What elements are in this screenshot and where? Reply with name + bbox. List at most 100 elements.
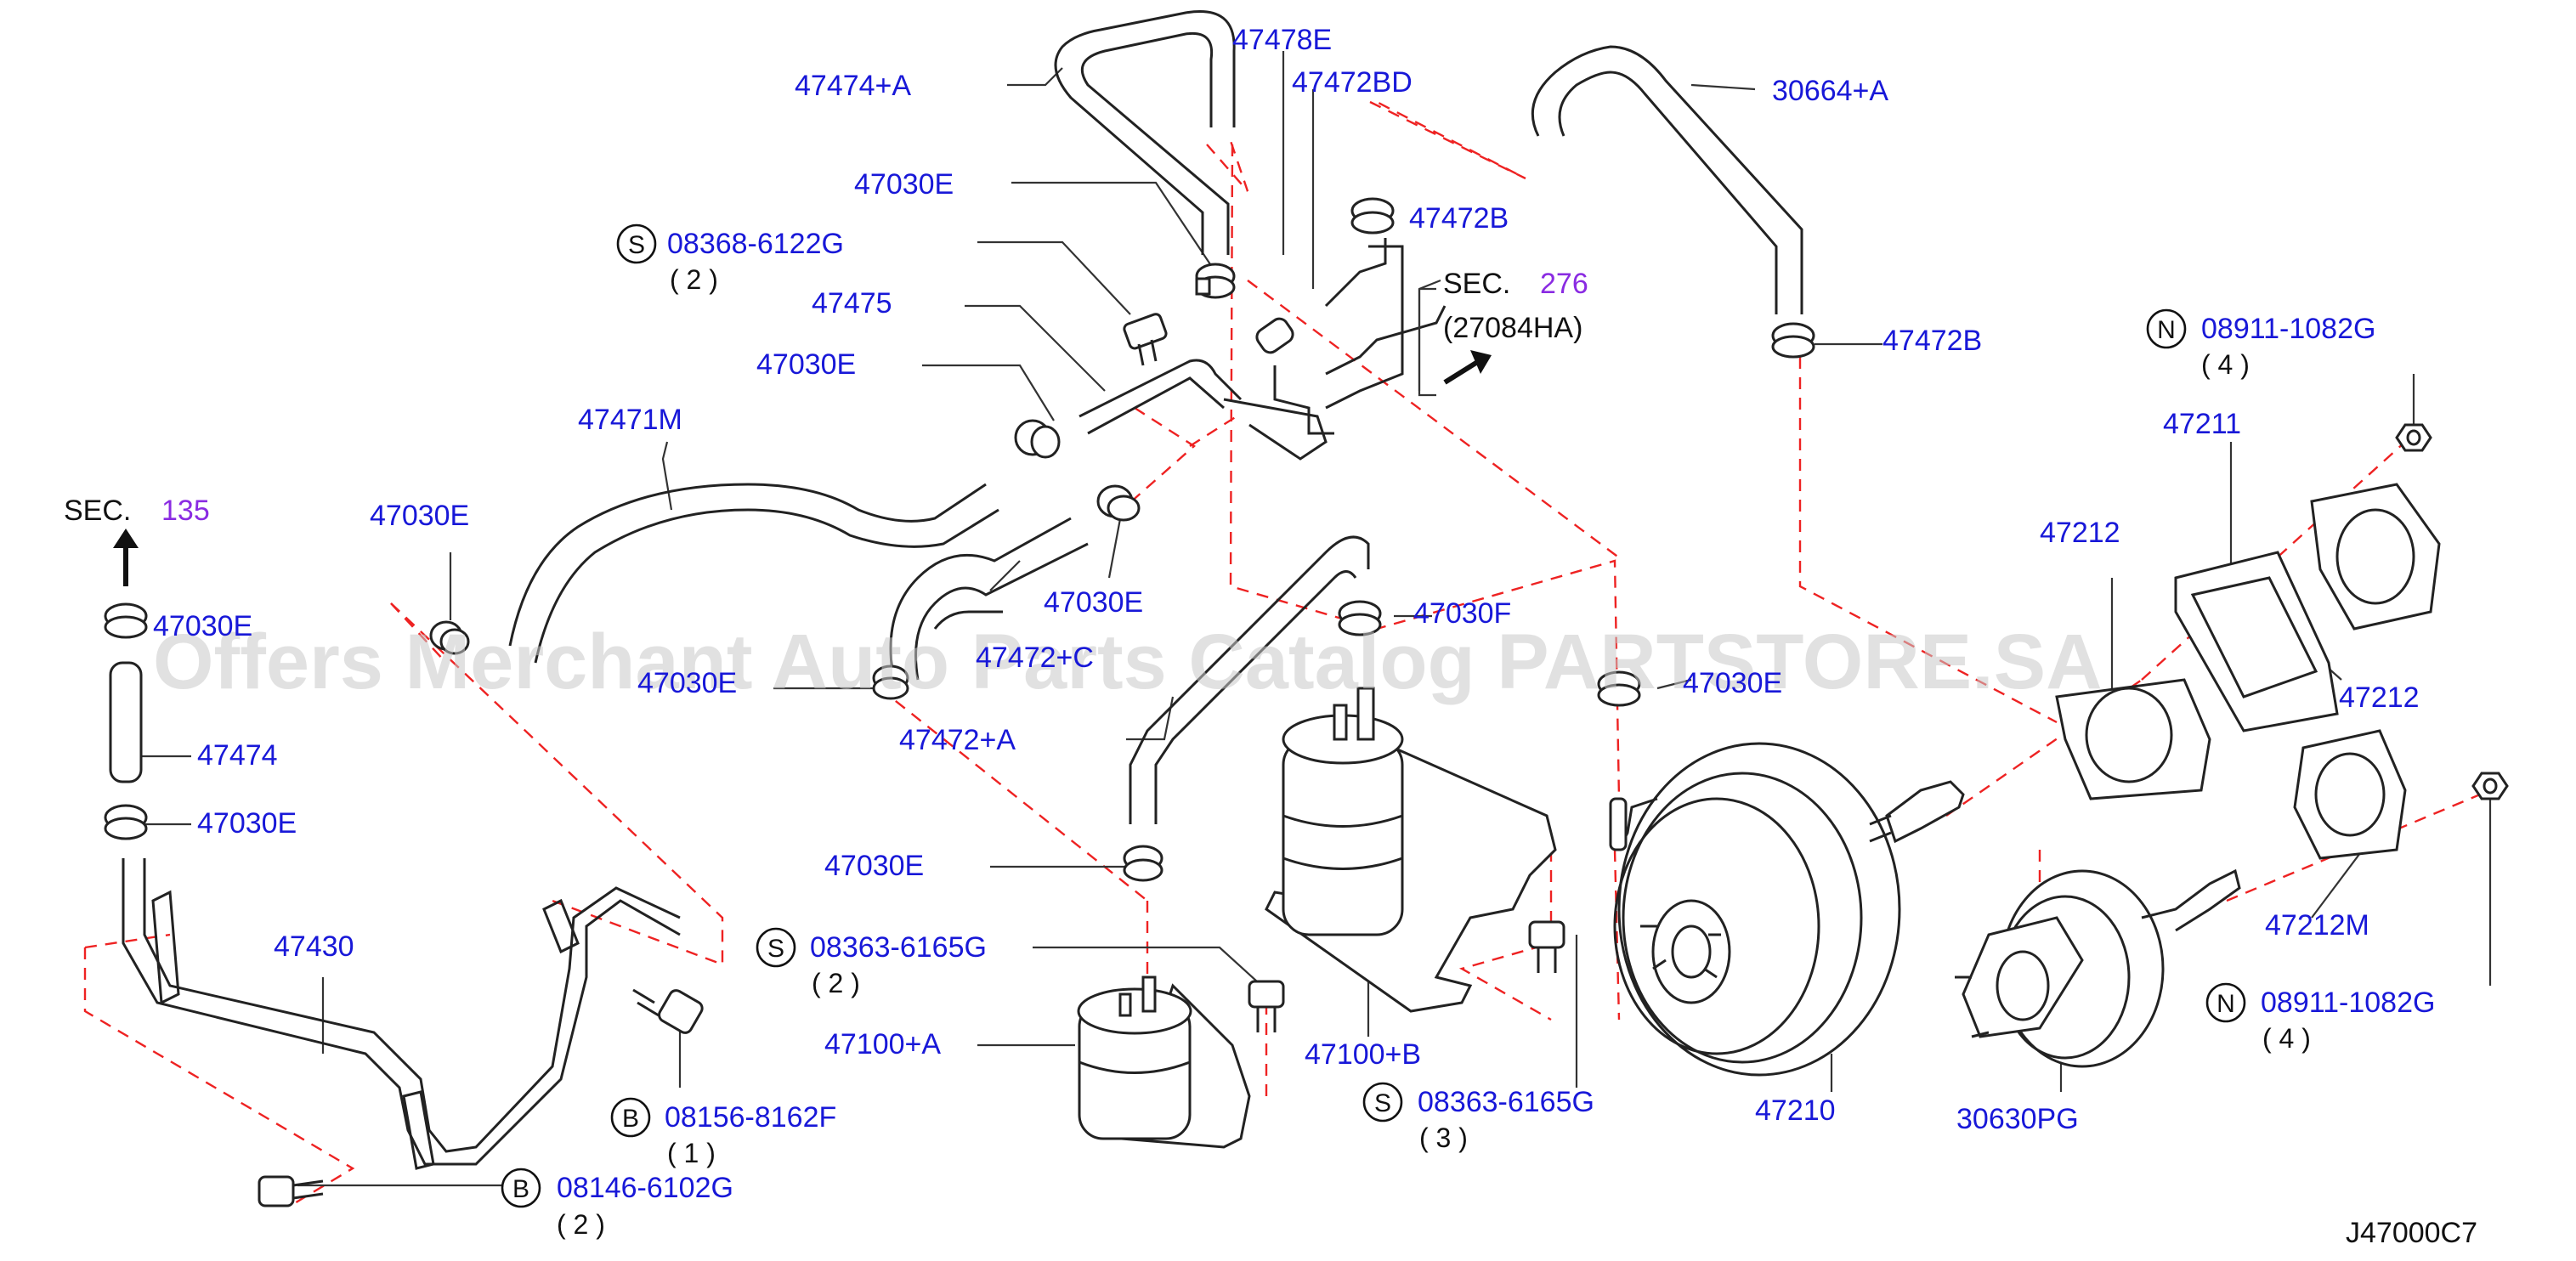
symbol-b-08156 — [610, 1097, 651, 1138]
symbol-s-08363-a-text: S — [767, 935, 784, 963]
label-47212-b[interactable]: 47212 — [2339, 681, 2420, 714]
bolt-08363-a — [1248, 980, 1285, 1032]
label-27084HA[interactable]: (27084HA) — [1443, 312, 1582, 344]
clamp-47030E-h — [1123, 845, 1163, 882]
label-47030E-left-pipe[interactable]: 47030E — [153, 610, 252, 642]
spacer-47211 — [2174, 551, 2339, 732]
label-08363-b[interactable]: 08363-6165G — [1418, 1086, 1594, 1118]
clamp-47030F — [1338, 600, 1382, 636]
label-47030E-h[interactable]: 47030E — [197, 807, 297, 840]
gasket-47212-right — [2310, 483, 2441, 630]
label-47210[interactable]: 47210 — [1755, 1094, 1836, 1127]
canister-47100A — [1077, 975, 1251, 1149]
hose-47474A — [1054, 10, 1236, 255]
symbol-b-08146 — [501, 1168, 541, 1208]
label-08368[interactable]: 08368-6122G — [667, 228, 844, 260]
label-sec135-number[interactable]: 135 — [161, 495, 210, 527]
brackets-47430 — [151, 890, 580, 1170]
clamp-47030E-left — [429, 620, 470, 655]
clamp-47030E-bottom-left — [104, 804, 148, 840]
hose-47472C — [889, 517, 1089, 681]
label-47030F[interactable]: 47030F — [1413, 597, 1511, 630]
bolt-08368 — [1123, 313, 1168, 366]
label-08911-b[interactable]: 08911-1082G — [2261, 987, 2435, 1019]
booster-30630PG — [1955, 868, 2241, 1068]
label-47030E-f[interactable]: 47030E — [1683, 667, 1782, 699]
dashed-assembly-lines — [83, 100, 2491, 1208]
symbol-s-08363-a — [756, 927, 796, 968]
label-sec135[interactable]: SEC. — [64, 495, 131, 527]
label-47211[interactable]: 47211 — [2163, 408, 2241, 440]
label-47472A[interactable]: 47472+A — [899, 724, 1016, 756]
label-47030E-e[interactable]: 47030E — [637, 667, 737, 699]
tube-47430 — [122, 858, 681, 1166]
qty-08156: ( 1 ) — [667, 1138, 716, 1168]
symbol-s-08368 — [616, 223, 657, 264]
label-47100B[interactable]: 47100+B — [1305, 1038, 1421, 1071]
qty-08146: ( 2 ) — [557, 1209, 605, 1240]
leader-lines — [136, 51, 2492, 1187]
label-47474[interactable]: 47474 — [197, 739, 278, 772]
watermark: Offers Merchant Auto Parts Catalog PARTS… — [153, 619, 2103, 705]
label-47478E[interactable]: 47478E — [1232, 24, 1332, 56]
label-47430[interactable]: 47430 — [274, 930, 354, 963]
clamp-47030E-booster — [1597, 670, 1641, 707]
symbol-b-08146-text: B — [512, 1175, 529, 1203]
canister-47100B — [1265, 687, 1557, 1013]
label-47475[interactable]: 47475 — [812, 287, 892, 319]
hose-47471M — [508, 483, 999, 664]
label-47474A[interactable]: 47474+A — [795, 70, 911, 102]
connector-47472BD — [1255, 238, 1447, 435]
label-47030E-i[interactable]: 47030E — [824, 850, 924, 882]
qty-08368: ( 2 ) — [670, 264, 718, 295]
label-47030E-a[interactable]: 47030E — [854, 168, 954, 201]
label-47472B-a[interactable]: 47472B — [1409, 202, 1509, 235]
symbol-b-08156-text: B — [622, 1105, 639, 1133]
symbol-s-08363-b-text: S — [1374, 1089, 1391, 1117]
label-47471M[interactable]: 47471M — [578, 404, 682, 436]
gasket-47212-left — [2055, 678, 2211, 800]
label-30630PG[interactable]: 30630PG — [1956, 1103, 2079, 1135]
label-47212M[interactable]: 47212M — [2265, 909, 2369, 942]
clamp-47030E-b — [872, 664, 909, 700]
parts — [104, 10, 2509, 1207]
label-47472B-b[interactable]: 47472B — [1882, 325, 1982, 357]
diagram-code: J47000C7 — [2346, 1217, 2477, 1249]
clamp-47030E-c — [1096, 484, 1141, 522]
label-47030E-b[interactable]: 47030E — [756, 348, 856, 381]
nut-08911-a — [2395, 423, 2432, 452]
label-47030E-d[interactable]: 47030E — [1044, 586, 1143, 619]
symbol-n-08911-b — [2205, 982, 2246, 1023]
clamp-47472B-top — [1350, 197, 1395, 235]
hose-47472A — [1129, 535, 1370, 824]
label-08363-a[interactable]: 08363-6165G — [810, 931, 987, 964]
label-47212-a[interactable]: 47212 — [2040, 517, 2120, 549]
label-08146[interactable]: 08146-6102G — [557, 1172, 733, 1204]
label-sec276[interactable]: SEC. — [1443, 268, 1510, 300]
pipe-47475 — [1079, 359, 1328, 461]
label-47472C[interactable]: 47472+C — [976, 642, 1094, 674]
symbol-n-08911-a-text: N — [2157, 316, 2176, 344]
part-labels: 47474+A 47478E 47472BD 30664+A 47030E S … — [64, 24, 2477, 1249]
label-sec276-number[interactable]: 276 — [1540, 268, 1588, 300]
bolt-08363-b — [1528, 920, 1565, 973]
qty-08911-b: ( 4 ) — [2262, 1023, 2311, 1054]
symbol-s-08363-b — [1362, 1082, 1403, 1122]
label-47472BD[interactable]: 47472BD — [1292, 66, 1413, 99]
clamp-47030E-g — [104, 602, 148, 639]
label-08911-a[interactable]: 08911-1082G — [2201, 313, 2375, 345]
qty-08363-a: ( 2 ) — [812, 968, 860, 998]
booster-47210 — [1609, 742, 1965, 1077]
symbol-n-08911-b-text: N — [2216, 990, 2235, 1018]
label-47030E-c[interactable]: 47030E — [370, 500, 469, 532]
label-47100A[interactable]: 47100+A — [824, 1028, 941, 1060]
bolt-08156 — [632, 988, 704, 1034]
symbol-s-08368-text: S — [628, 231, 645, 259]
clamp-47472B-right — [1771, 322, 1815, 359]
label-30664A[interactable]: 30664+A — [1772, 75, 1888, 107]
hose-30664A — [1531, 45, 1803, 314]
symbol-n-08911-a — [2146, 308, 2187, 349]
label-08156[interactable]: 08156-8162F — [665, 1101, 836, 1134]
gasket-47212M — [2293, 729, 2407, 860]
